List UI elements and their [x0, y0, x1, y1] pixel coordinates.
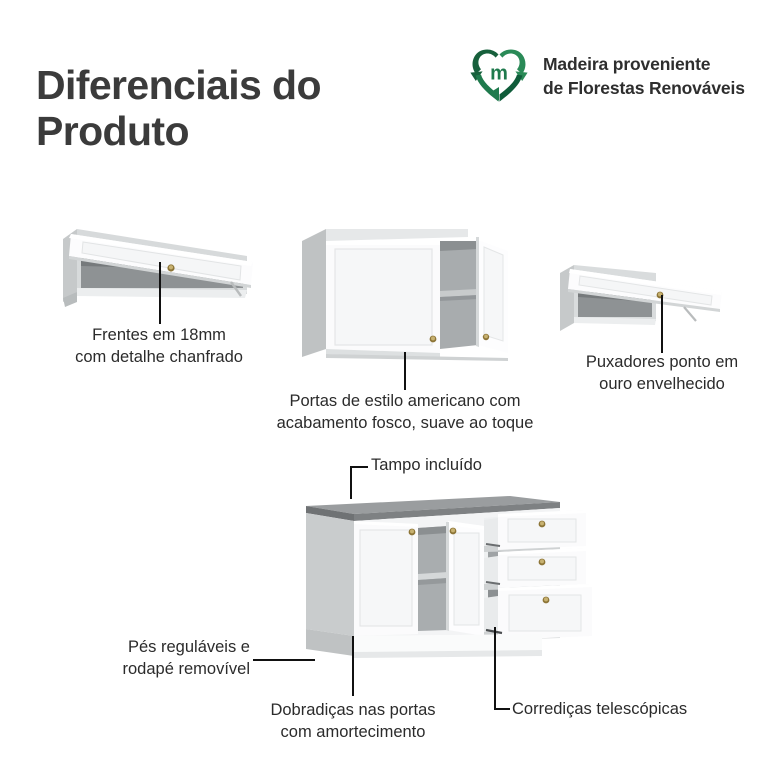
- leader-line-tampo-vertical: [350, 466, 352, 499]
- eco-logo-letter: m: [490, 63, 508, 85]
- base-cabinet-illustration: [298, 488, 598, 673]
- wall-cabinet-flip-door-right-illustration: [556, 255, 728, 355]
- wall-cabinet-two-doors-illustration: [300, 225, 510, 365]
- caption-dobradicas: Dobradiças nas portas com amortecimento: [270, 701, 436, 741]
- leader-line-portas-americano: [404, 352, 406, 390]
- eco-badge-text: Madeira proveniente de Florestas Renováv…: [543, 54, 745, 98]
- recycling-heart-logo-icon: m: [466, 44, 532, 110]
- caption-tampo-incluido: Tampo incluído: [371, 456, 482, 474]
- leader-line-frentes-18mm: [159, 262, 161, 324]
- caption-frentes-18mm: Frentes em 18mm com detalhe chanfrado: [75, 326, 243, 366]
- page-title: Diferenciais do Produto: [36, 62, 322, 155]
- caption-portas-americano: Portas de estilo americano com acabament…: [276, 392, 534, 432]
- caption-pes-regulaveis: Pés reguláveis e rodapé removível: [122, 638, 250, 678]
- leader-line-dobradicas: [352, 636, 354, 696]
- leader-line-pes-regulaveis: [253, 659, 315, 661]
- caption-corredicas: Corrediças telescópicas: [512, 700, 688, 718]
- eco-certification-badge: m Madeira proveniente de Florestas Renov…: [466, 44, 745, 110]
- leader-line-corredicas-vertical: [494, 627, 496, 710]
- caption-puxadores-ouro: Puxadores ponto em ouro envelhecido: [585, 353, 739, 393]
- leader-line-corredicas-horizontal: [494, 708, 510, 710]
- leader-line-tampo-horizontal: [350, 466, 368, 468]
- leader-line-puxadores-ouro: [661, 295, 663, 353]
- wall-cabinet-flip-door-left-illustration: [55, 212, 260, 317]
